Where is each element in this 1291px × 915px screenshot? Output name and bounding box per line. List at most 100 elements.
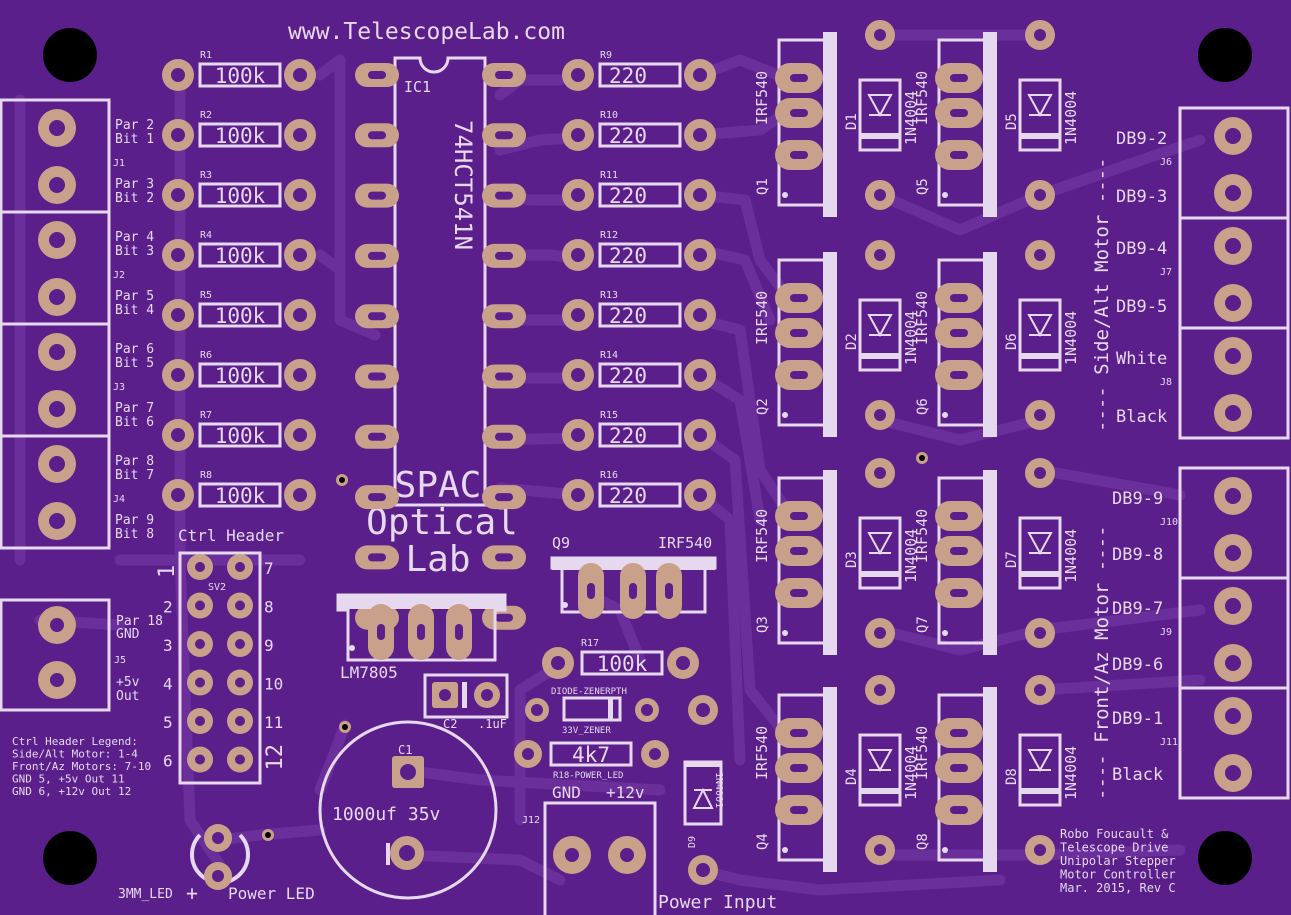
mounting-hole [43,831,97,885]
legend-line: Ctrl Header Legend: [12,735,138,748]
drill [235,754,245,765]
drill [950,329,968,337]
resistor-body [198,182,282,208]
mosfet-pin1-mark [782,630,788,636]
resistors-left: R1100kR2100kR3100kR4100kR5100kR6100kR710… [162,50,316,511]
zener-diode: DIODE-ZENERPTH 33V_ZENER [525,687,659,736]
mosfet-pin1-mark [782,847,788,853]
connector-label: Black [1116,407,1167,427]
connector-ref: J6 [1160,157,1172,168]
mosfet-part: IRF540 [753,726,771,780]
vias [262,452,928,841]
diode-band [1020,571,1060,577]
connector-label: Par 7 [115,401,154,416]
diode-band [1020,788,1060,794]
resistor-ref: R1 [200,50,212,61]
connector-ref: J10 [1160,517,1178,528]
resistor-ref: R7 [200,410,212,421]
ic-ref: IC1 [404,78,431,96]
drill [368,71,386,79]
led-plus: + [186,881,198,905]
resistor-ref: R6 [200,350,212,361]
header-pin-number: 7 [264,559,274,578]
j12-v12: +12v [606,783,645,802]
drill [874,684,886,696]
j5-label-3: +5v [116,675,140,690]
connector-ref: J8 [1160,377,1172,388]
resistor-value: 100k [215,364,266,388]
r18-label: R18-POWER_LED [553,771,623,781]
zener-bottom-label: 33V_ZENER [562,726,611,736]
diode-ref: D1 [844,113,860,130]
diode-ref: D3 [844,551,860,568]
resistor-ref: R8 [200,470,212,481]
drill [1225,405,1241,421]
header-pin-number: 2 [163,598,173,617]
resistor-r17: R17 100k [542,638,699,679]
diode-body [1018,78,1062,152]
drill [1034,189,1046,201]
drill [293,488,307,502]
drill [235,639,245,649]
mosfet-tab [983,252,997,437]
diode-ref: D5 [1004,113,1020,130]
drill [950,74,968,82]
mosfet-ref: Q6 [915,398,931,415]
connector-ref: J3 [113,382,125,393]
connectors-right: DB9-2J6DB9-3DB9-4J7DB9-5WhiteJ8BlackDB9-… [1112,106,1290,800]
resistor-body [598,182,682,208]
drill [950,806,968,814]
side-motor-label: ---- Side/Alt Motor ---- [1091,157,1113,432]
connector-body [1178,686,1290,800]
drill [1225,348,1241,364]
resistor-ref: R14 [600,350,618,361]
mosfet-pin1-mark [942,630,948,636]
d9-ref: D9 [687,836,698,848]
mosfet-ref: Q3 [755,616,771,633]
drill [1034,29,1046,41]
drill [368,553,386,562]
resistor-body [598,422,682,448]
resistor-value: 220 [609,64,647,88]
drill [571,68,585,82]
diode-symbol [867,314,893,338]
resistor-value: 220 [609,424,647,448]
header-pin-number: 9 [264,636,274,655]
drill [1225,545,1241,561]
j12-ref: J12 [522,815,540,826]
diode-body [1018,298,1062,372]
diode-band [860,133,900,139]
drill [1225,238,1241,254]
diode-body [1018,733,1062,807]
drill [874,409,886,421]
led-part: 3MM_LED [118,887,173,902]
drill [1225,765,1241,781]
resistor-value: 220 [609,484,647,508]
drill [368,251,386,260]
drill [950,589,968,597]
drill [790,547,808,555]
diode-symbol [867,532,893,556]
drill [1034,684,1046,696]
org-name-line3: Lab [405,539,470,580]
mosfet-tab [823,252,837,437]
legend-line: GND 6, +12v Out 12 [12,785,131,798]
drill [950,294,968,302]
connector-label: Bit 5 [115,356,154,371]
connector-label: DB9-9 [1112,489,1163,509]
connector-label: Par 8 [115,454,154,469]
mosfet-ref: Q2 [755,398,771,415]
mosfet-pin1-mark [782,412,788,418]
org-name-line1: SPAC [395,465,482,506]
diode-band [1020,353,1060,359]
drill [495,372,513,381]
